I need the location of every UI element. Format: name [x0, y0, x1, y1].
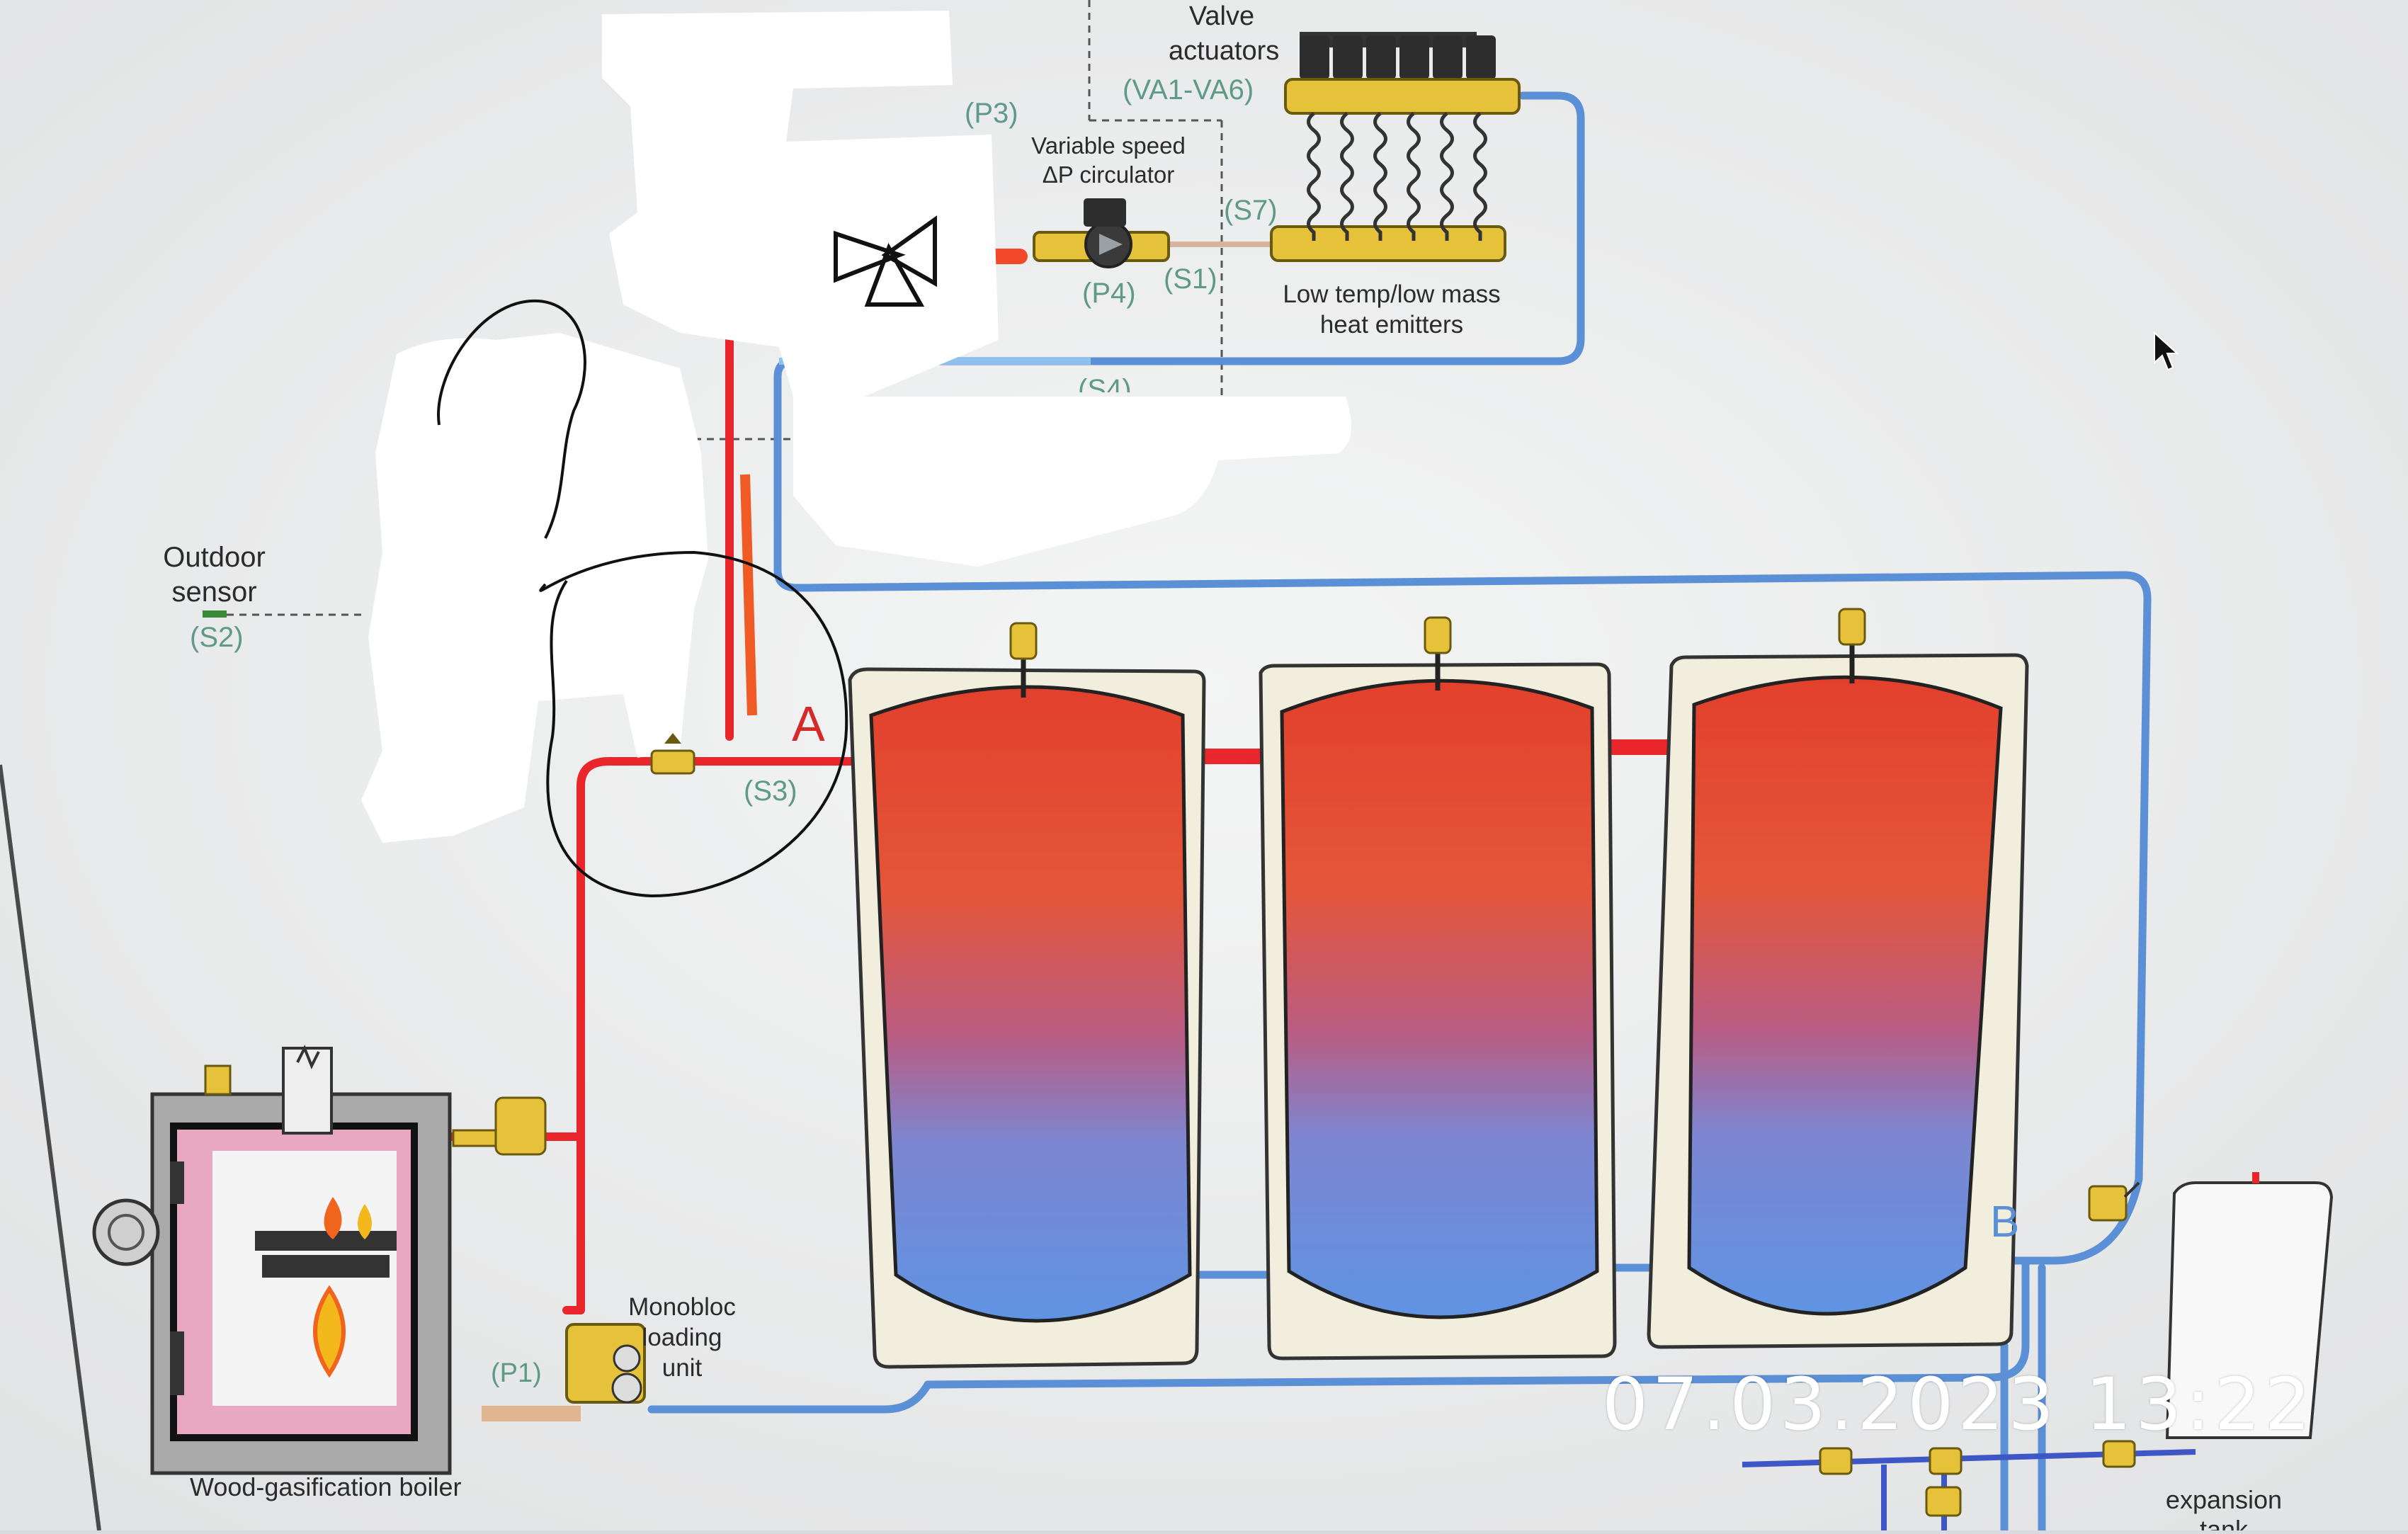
boiler-label: Wood-gasification boiler: [190, 1472, 462, 1501]
sensor-marks: [203, 610, 227, 618]
point-a-label: A: [792, 696, 825, 751]
s2-label: (S2): [190, 622, 244, 653]
p1-label: (P1): [491, 1358, 542, 1388]
valve-actuators-label: Valve actuators: [1169, 1, 1280, 66]
whiteout-overlay: [361, 11, 1351, 843]
expansion-line1: expansion: [2165, 1486, 2283, 1514]
monobloc-line3: unit: [661, 1354, 703, 1382]
p4-label: (P4): [1082, 278, 1136, 309]
hot-riser-marker: [740, 474, 757, 716]
s1-label: (S1): [1164, 263, 1217, 295]
valve-actuators-icon: [1300, 32, 1496, 79]
variable-speed-line1: Variable speed: [1031, 132, 1186, 159]
valve-actuators-line1: Valve: [1188, 1, 1255, 31]
variable-speed-line2: ΔP circulator: [1042, 161, 1175, 188]
storage-tank-3: [1647, 627, 2029, 1349]
outdoor-sensor-line2: sensor: [171, 576, 257, 608]
monobloc-line1: Monobloc: [628, 1293, 736, 1321]
point-b-label: B: [1990, 1198, 2020, 1246]
monobloc-loading-unit-label: Monobloc loading unit: [615, 1293, 749, 1382]
relief-valve-icon: [452, 1096, 547, 1156]
mixing-valve-icon: [834, 215, 937, 307]
check-valve-icon: [650, 733, 695, 775]
supply-manifold-icon: [1270, 78, 1521, 262]
monobloc-loading-unit-icon: [482, 1323, 646, 1421]
screen-bezel-edge: [0, 764, 101, 1531]
return-piping-cold: [647, 91, 2152, 1534]
s3-label: (S3): [744, 775, 797, 807]
variable-speed-circulator-label: Variable speed ΔP circulator: [1020, 132, 1197, 188]
expansion-tank-label: expansion tank: [2153, 1486, 2295, 1530]
storage-tank-1: [848, 641, 1206, 1369]
s4-partial-label: (S4): [1078, 374, 1132, 392]
low-temp-emitters-label: Low temp/low mass heat emitters: [1261, 280, 1523, 339]
photo-timestamp: 07.03.2023 13:22: [1602, 1363, 2315, 1447]
low-temp-line2: heat emitters: [1319, 311, 1464, 339]
expansion-line2: tank: [2199, 1515, 2249, 1530]
outdoor-sensor-line1: Outdoor: [163, 542, 266, 573]
valve-actuators-id: (VA1-VA6): [1123, 74, 1254, 106]
s7-label: (S7): [1224, 195, 1278, 226]
low-temp-line1: Low temp/low mass: [1283, 280, 1501, 308]
lower-right-valves-icon: [1819, 1440, 2136, 1517]
circulator-p4-icon: [1033, 198, 1170, 268]
tempering-valve-icon: [2088, 1181, 2140, 1222]
p3-label: (P3): [965, 98, 1018, 129]
annotation-circles: [437, 299, 848, 898]
storage-tank-2: [1259, 637, 1617, 1360]
outdoor-sensor-label: Outdoor sensor: [142, 542, 287, 608]
valve-actuators-line2: actuators: [1169, 35, 1280, 66]
emitter-coils-icon: [1307, 112, 1487, 241]
air-vent-icon: [1009, 608, 1866, 660]
mouse-cursor-icon: [2154, 331, 2179, 371]
wood-gasification-boiler-icon: [92, 1045, 452, 1475]
monobloc-line2: loading: [642, 1324, 722, 1352]
expansion-tank-icon: [2165, 1172, 2334, 1439]
